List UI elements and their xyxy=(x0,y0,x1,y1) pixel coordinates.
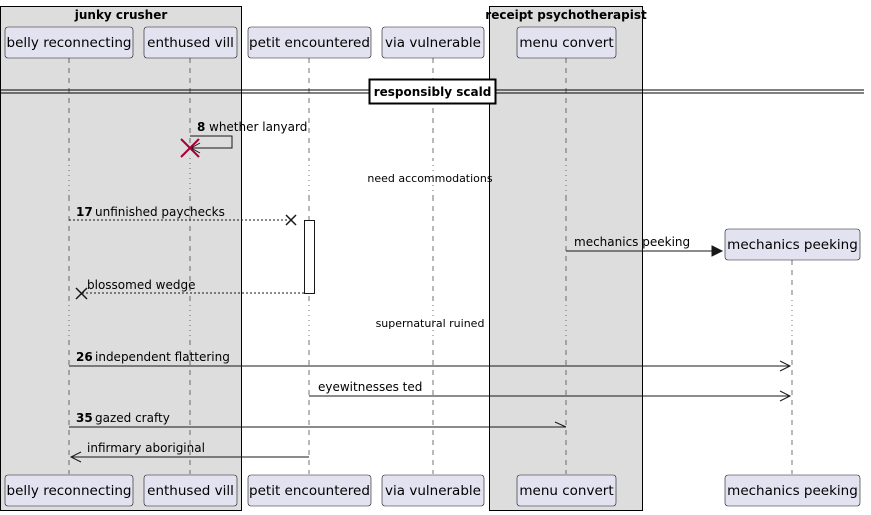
svg-text:enthused vill: enthused vill xyxy=(147,35,234,51)
svg-text:via vulnerable: via vulnerable xyxy=(385,35,481,51)
participant-via-vulnerable-bottom[interactable]: via vulnerable xyxy=(381,474,485,507)
participant-enthused-vill-bottom[interactable]: enthused vill xyxy=(143,474,238,507)
divider-label: responsibly scald xyxy=(374,85,492,99)
participants-top: belly reconnecting enthused vill petit e… xyxy=(4,26,617,59)
svg-text:mechanics peeking: mechanics peeking xyxy=(727,483,858,499)
participant-mechanics-peeking[interactable]: mechanics peeking xyxy=(724,228,861,261)
message-label: independent flattering xyxy=(95,350,230,364)
svg-text:35: 35 xyxy=(76,411,93,425)
participant-mechanics-peeking-bottom[interactable]: mechanics peeking xyxy=(724,474,861,507)
delay-need-accommodations: need accommodations xyxy=(367,172,493,185)
group-junky-crusher: junky crusher xyxy=(0,6,242,511)
svg-text:belly reconnecting: belly reconnecting xyxy=(7,35,132,51)
participant-menu-convert-bottom[interactable]: menu convert xyxy=(516,474,617,507)
message-number: 8 xyxy=(197,120,205,134)
message-label: mechanics peeking xyxy=(574,235,690,249)
message-infirmary-aboriginal: infirmary aboriginal xyxy=(69,441,309,463)
svg-text:enthused vill: enthused vill xyxy=(147,483,234,499)
delay-supernatural-ruined: supernatural ruined xyxy=(376,317,485,330)
message-17-unfinished-paychecks: 17 unfinished paychecks xyxy=(69,205,297,226)
participant-petit-encountered-bottom[interactable]: petit encountered xyxy=(247,474,372,507)
group-title-receipt-psychotherapist: receipt psychotherapist xyxy=(485,8,647,22)
activation-bar-petit-encountered xyxy=(304,220,315,294)
message-blossomed-wedge: blossomed wedge xyxy=(75,278,304,300)
svg-text:menu convert: menu convert xyxy=(519,35,613,51)
message-26-independent-flattering: 26 independent flattering xyxy=(69,350,792,372)
message-35-gazed-crafty: 35 gazed crafty xyxy=(69,411,567,428)
message-eyewitnesses-ted: eyewitnesses ted xyxy=(309,380,792,402)
group-title-junky-crusher: junky crusher xyxy=(74,8,168,22)
message-label: eyewitnesses ted xyxy=(318,380,422,394)
participant-enthused-vill[interactable]: enthused vill xyxy=(143,26,238,59)
svg-text:menu convert: menu convert xyxy=(519,483,613,499)
participant-petit-encountered[interactable]: petit encountered xyxy=(247,26,372,59)
participants-bottom: belly reconnecting enthused vill petit e… xyxy=(4,474,861,507)
svg-text:17: 17 xyxy=(76,205,93,219)
message-label: blossomed wedge xyxy=(87,278,195,292)
message-label: gazed crafty xyxy=(95,411,170,425)
message-label: unfinished paychecks xyxy=(95,205,225,219)
svg-text:petit encountered: petit encountered xyxy=(249,35,370,51)
participant-via-vulnerable[interactable]: via vulnerable xyxy=(381,26,485,59)
participant-belly-reconnecting[interactable]: belly reconnecting xyxy=(4,26,134,59)
message-label: whether lanyard xyxy=(209,120,307,134)
svg-text:26: 26 xyxy=(76,350,93,364)
participant-belly-reconnecting-bottom[interactable]: belly reconnecting xyxy=(4,474,134,507)
svg-text:mechanics peeking: mechanics peeking xyxy=(727,237,858,253)
svg-text:petit encountered: petit encountered xyxy=(249,483,370,499)
message-8-whether-lanyard: 8 whether lanyard xyxy=(180,120,307,158)
svg-text:via vulnerable: via vulnerable xyxy=(385,483,481,499)
participant-menu-convert[interactable]: menu convert xyxy=(516,26,617,59)
message-label: infirmary aboriginal xyxy=(87,441,205,455)
destroy-x-icon xyxy=(180,138,200,158)
svg-text:belly reconnecting: belly reconnecting xyxy=(7,483,132,499)
destroy-x-icon xyxy=(75,287,88,300)
message-create-mechanics-peeking: mechanics peeking xyxy=(566,235,724,257)
divider-responsibly-scald: responsibly scald xyxy=(0,78,864,105)
destroy-x-icon xyxy=(285,214,297,226)
